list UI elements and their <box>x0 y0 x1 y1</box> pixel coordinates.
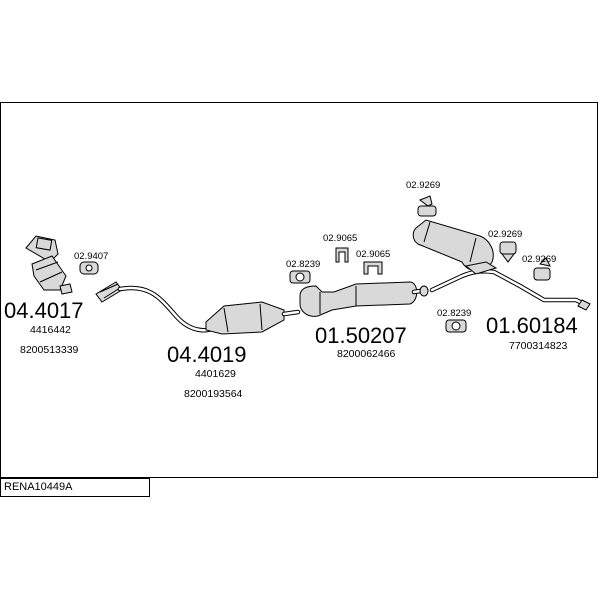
rear-silencer[interactable] <box>412 219 591 311</box>
rubber-mount-02-8239-right[interactable] <box>445 319 467 333</box>
part-ref-8200513339: 8200513339 <box>20 344 79 356</box>
part-number-04-4019: 04.4019 <box>167 342 247 367</box>
fitting-label-02-9407: 02.9407 <box>74 251 108 262</box>
fitting-label-02-9269-right: 02.9269 <box>522 254 556 265</box>
diagram-code-box: RENA10449A <box>0 478 150 497</box>
intermediate-pipe-with-catalyst[interactable] <box>95 281 301 335</box>
part-number-04-4017: 04.4017 <box>4 298 84 323</box>
part-ref-8200062466: 8200062466 <box>337 348 396 360</box>
rubber-mount-02-9269-top[interactable] <box>417 195 437 217</box>
center-silencer[interactable] <box>299 281 429 317</box>
clamp-02-9407[interactable] <box>79 261 99 275</box>
fitting-label-02-9065-right: 02.9065 <box>356 249 390 260</box>
rubber-mount-02-8239-left[interactable] <box>289 270 311 284</box>
part-number-01-50207: 01.50207 <box>315 323 407 348</box>
front-catalytic-converter[interactable] <box>25 235 73 295</box>
part-ref-7700314823: 7700314823 <box>509 340 568 352</box>
rubber-mount-02-9269-middle[interactable] <box>499 241 517 263</box>
fitting-label-02-9065-left: 02.9065 <box>323 233 357 244</box>
part-number-01-60184: 01.60184 <box>486 313 578 338</box>
fitting-label-02-8239-left: 02.8239 <box>286 259 320 270</box>
part-ref-4401629: 4401629 <box>195 368 236 380</box>
part-ref-4416442: 4416442 <box>30 324 71 336</box>
rubber-mount-02-9269-right[interactable] <box>533 257 551 281</box>
fitting-label-02-9269-middle: 02.9269 <box>488 229 522 240</box>
bracket-02-9065-right[interactable] <box>363 261 383 275</box>
bracket-02-9065-left[interactable] <box>335 247 349 263</box>
part-ref-8200193564: 8200193564 <box>184 388 243 400</box>
fitting-label-02-8239-right: 02.8239 <box>437 308 471 319</box>
diagram-code: RENA10449A <box>4 481 73 493</box>
diagram-frame <box>0 102 598 478</box>
fitting-label-02-9269-top: 02.9269 <box>406 180 440 191</box>
